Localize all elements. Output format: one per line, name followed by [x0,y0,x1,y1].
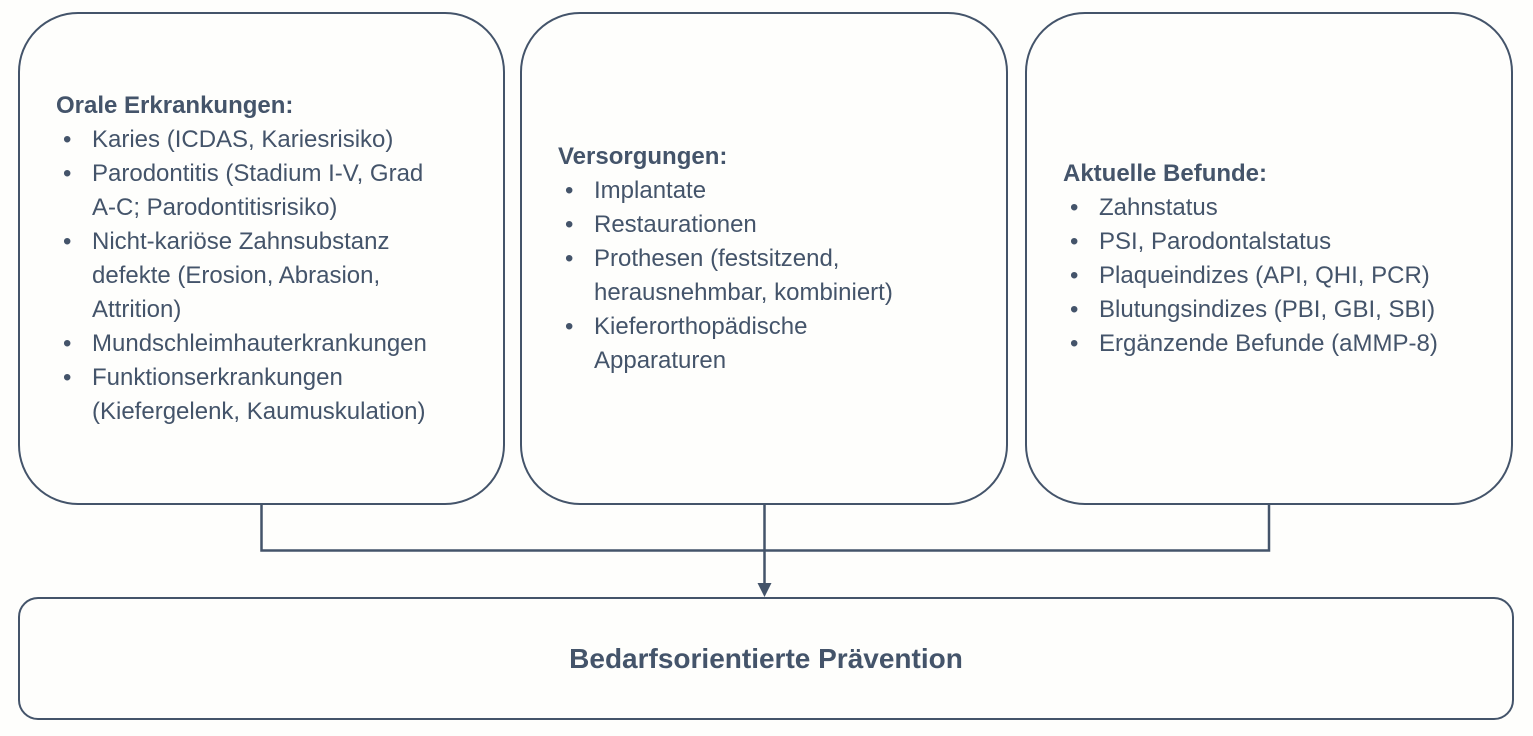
list-item: Restaurationen [558,208,984,242]
list-item: Prothesen (festsitzend, herausnehmbar, k… [558,242,984,310]
bullet-list: Implantate Restaurationen Prothesen (fes… [558,174,984,378]
list-item: Funktionserkrankungen (Kiefergelenk, Kau… [56,361,481,429]
source-box-versorgungen: Versorgungen: Implantate Restaurationen … [520,12,1008,505]
source-box-orale-erkrankungen: Orale Erkrankungen: Karies (ICDAS, Karie… [18,12,505,505]
arrow-down-icon [757,583,772,597]
list-item: Implantate [558,174,984,208]
list-item: Kieferorthopädische Apparaturen [558,310,984,378]
connector-bracket [260,504,1271,552]
list-item: Plaqueindizes (API, QHI, PCR) [1063,259,1489,293]
target-box-praevention: Bedarfsorientierte Prävention [18,597,1514,720]
box-title: Versorgungen: [558,142,728,170]
box-title: Aktuelle Befunde: [1063,159,1268,187]
list-item: Ergänzende Befunde (aMMP-8) [1063,327,1489,361]
bullet-list: Zahnstatus PSI, Parodontalstatus Plaquei… [1063,191,1489,361]
list-item: Zahnstatus [1063,191,1489,225]
list-item: Nicht-kariöse Zahnsubstanz defekte (Eros… [56,225,481,327]
list-item: PSI, Parodontalstatus [1063,225,1489,259]
list-item: Mundschleimhauterkrankungen [56,327,481,361]
source-box-aktuelle-befunde: Aktuelle Befunde: Zahnstatus PSI, Parodo… [1025,12,1513,505]
box-title: Orale Erkrankungen: [56,91,294,119]
list-item: Parodontitis (Stadium I-V, Grad A-C; Par… [56,157,481,225]
list-item: Blutungsindizes (PBI, GBI, SBI) [1063,293,1489,327]
result-label: Bedarfsorientierte Prävention [569,642,963,674]
bullet-list: Karies (ICDAS, Kariesrisiko) Parodontiti… [56,123,481,429]
list-item: Karies (ICDAS, Kariesrisiko) [56,123,481,157]
